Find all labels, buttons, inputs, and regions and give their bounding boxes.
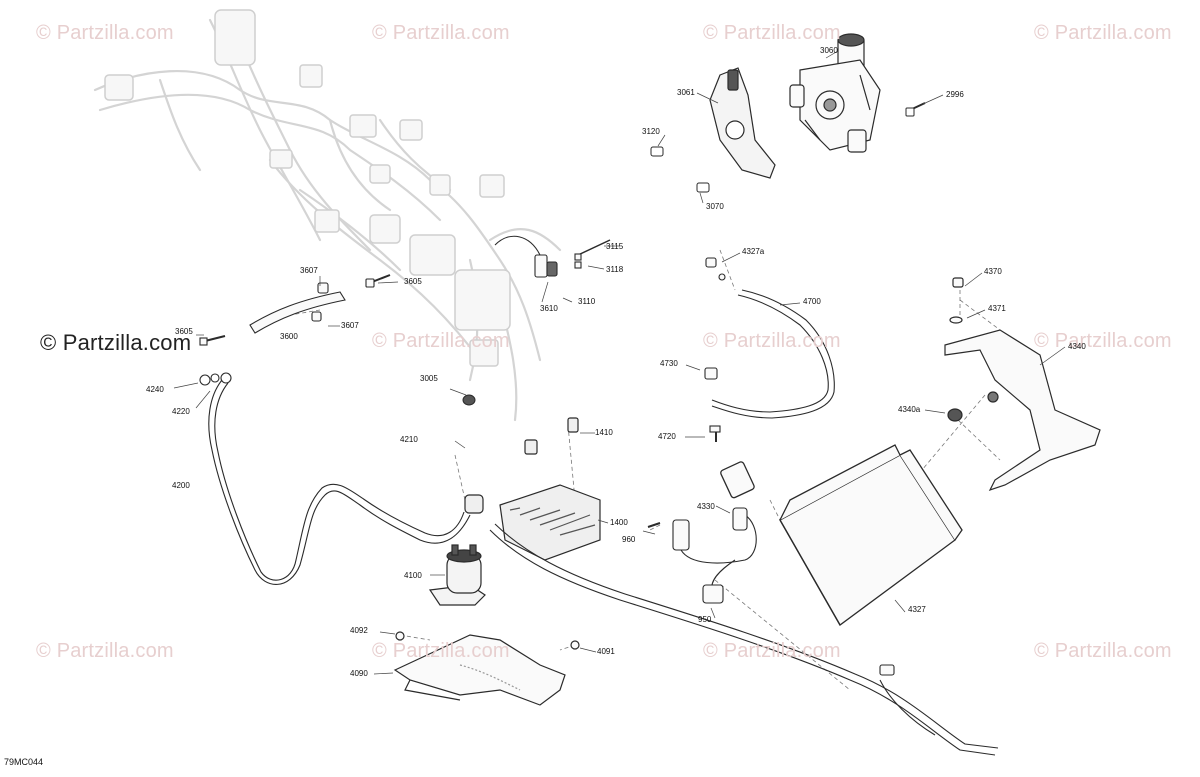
mounting-plate-4090: [393, 631, 580, 706]
actuator-motor-3060: [789, 33, 881, 153]
callout-4240[interactable]: 4240: [146, 385, 164, 394]
callout-4220[interactable]: 4220: [172, 407, 190, 416]
battery-bracket-4340: [944, 277, 1101, 492]
callout-3120[interactable]: 3120: [642, 127, 660, 136]
watermark: © Partzilla.com: [703, 22, 841, 44]
diagram-code: 79MC044: [4, 757, 44, 767]
watermark: © Partzilla.com: [372, 640, 510, 662]
callout-3118[interactable]: 3118: [606, 265, 624, 274]
battery-cable-4700: [704, 257, 835, 442]
watermark: © Partzilla.com: [1034, 22, 1172, 44]
watermark: © Partzilla.com: [1034, 330, 1172, 352]
callout-3110[interactable]: 3110: [578, 297, 596, 306]
callout-950[interactable]: 950: [698, 615, 712, 624]
clip-3005: [462, 394, 476, 406]
cable-4200: [199, 372, 471, 585]
callout-4720[interactable]: 4720: [658, 432, 676, 441]
callout-3607[interactable]: 3607: [341, 321, 359, 330]
voltage-regulator-1400: [464, 417, 601, 561]
ground-strap-3600: [199, 274, 391, 346]
watermark: © Partzilla.com: [372, 22, 510, 44]
watermark: © Partzilla.com: [703, 330, 841, 352]
starter-solenoid-4100: [428, 544, 486, 606]
sensor-3110: [494, 235, 611, 278]
callout-3607[interactable]: 3607: [300, 266, 318, 275]
callout-4090[interactable]: 4090: [350, 669, 368, 678]
callout-3070[interactable]: 3070: [706, 202, 724, 211]
callout-leaders: [173, 50, 1066, 675]
callout-4370[interactable]: 4370: [984, 267, 1002, 276]
callout-2996[interactable]: 2996: [946, 90, 964, 99]
watermark: © Partzilla.com: [36, 22, 174, 44]
callout-4327a[interactable]: 4327a: [742, 247, 765, 256]
harness-950: [647, 507, 757, 604]
battery-4327: [720, 444, 963, 626]
callout-4327[interactable]: 4327: [908, 605, 926, 614]
callout-4730[interactable]: 4730: [660, 359, 678, 368]
watermark: © Partzilla.com: [703, 640, 841, 662]
callout-3060[interactable]: 3060: [820, 46, 838, 55]
callout-1410[interactable]: 1410: [595, 428, 613, 437]
callout-4092[interactable]: 4092: [350, 626, 368, 635]
callout-3600[interactable]: 3600: [280, 332, 298, 341]
callout-3605[interactable]: 3605: [175, 327, 193, 336]
callout-4200[interactable]: 4200: [172, 481, 190, 490]
callout-3610[interactable]: 3610: [540, 304, 558, 313]
callout-4091[interactable]: 4091: [597, 647, 615, 656]
bracket-3061: [709, 67, 776, 179]
callout-3061[interactable]: 3061: [677, 88, 695, 97]
callout-3005[interactable]: 3005: [420, 374, 438, 383]
callout-4340a[interactable]: 4340a: [898, 405, 921, 414]
ground-cable-long: [489, 523, 999, 756]
callout-1400[interactable]: 1400: [610, 518, 628, 527]
callout-3605[interactable]: 3605: [404, 277, 422, 286]
callout-4700[interactable]: 4700: [803, 297, 821, 306]
watermark: © Partzilla.com: [36, 640, 174, 662]
watermark: © Partzilla.com: [372, 330, 510, 352]
harness-connectors-faded: [104, 9, 511, 367]
callout-3115[interactable]: 3115: [606, 242, 624, 251]
callout-4371[interactable]: 4371: [988, 304, 1006, 313]
watermark-main: © Partzilla.com: [40, 330, 192, 355]
callout-4210[interactable]: 4210: [400, 435, 418, 444]
callout-4330[interactable]: 4330: [697, 502, 715, 511]
callout-4340[interactable]: 4340: [1068, 342, 1086, 351]
bolts-top: [650, 102, 926, 193]
leader-lines: [259, 249, 1001, 691]
callout-960[interactable]: 960: [622, 535, 636, 544]
callout-4100[interactable]: 4100: [404, 571, 422, 580]
watermark: © Partzilla.com: [1034, 640, 1172, 662]
